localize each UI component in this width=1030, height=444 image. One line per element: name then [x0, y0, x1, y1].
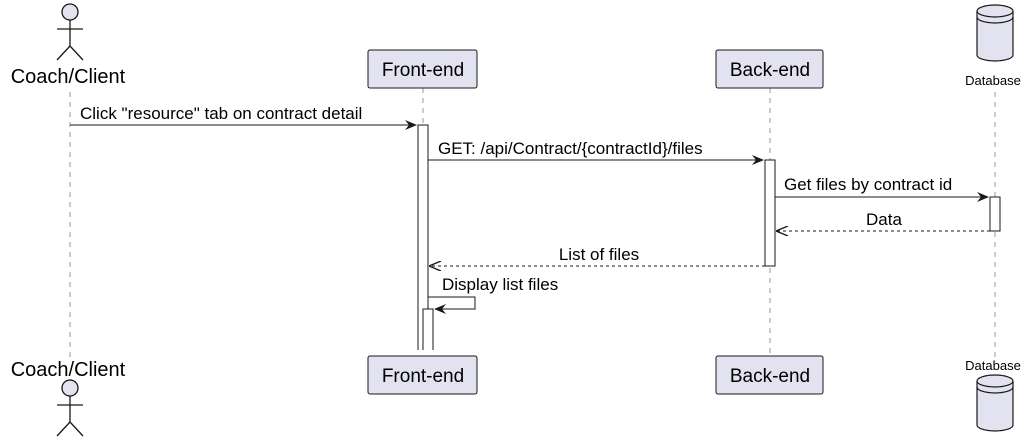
- stick-figure-icon: [56, 3, 84, 61]
- message-6: Display list files: [428, 275, 558, 314]
- message-6-label: Display list files: [442, 275, 558, 294]
- message-5-label: List of files: [559, 245, 639, 264]
- stick-figure-icon: [56, 379, 84, 437]
- actor-client-top: Coach/Client: [11, 3, 126, 88]
- participant-database-top: Database: [965, 4, 1021, 88]
- activation-frontend-nested: [422, 308, 434, 352]
- message-2: GET: /api/Contract/{contractId}/files: [428, 139, 764, 165]
- participant-client-label: Coach/Client: [11, 66, 126, 88]
- database-icon: [976, 374, 1014, 432]
- database-icon: [976, 4, 1014, 62]
- lifelines: [69, 88, 996, 358]
- participant-frontend-label: Front-end: [382, 60, 464, 81]
- message-3-label: Get files by contract id: [784, 175, 952, 194]
- activation-bars: [417, 124, 1001, 352]
- activation-backend: [764, 159, 776, 267]
- participant-frontend-label-bottom: Front-end: [382, 366, 464, 387]
- participant-backend-label-bottom: Back-end: [730, 366, 810, 387]
- message-1: Click "resource" tab on contract detail: [70, 104, 417, 130]
- message-4-label: Data: [866, 210, 902, 229]
- participant-client-label-bottom: Coach/Client: [11, 359, 126, 381]
- actor-client-bottom: Coach/Client: [11, 359, 126, 437]
- message-4: Data: [777, 210, 990, 231]
- participant-database-label: Database: [965, 73, 1021, 88]
- participant-frontend-top: Front-end: [367, 49, 478, 89]
- participant-backend-label: Back-end: [730, 60, 810, 81]
- activation-database: [989, 196, 1001, 232]
- participant-frontend-bottom: Front-end: [367, 355, 478, 395]
- participant-backend-top: Back-end: [715, 49, 824, 89]
- messages: Click "resource" tab on contract detail …: [70, 104, 990, 314]
- participant-database-label-bottom: Database: [965, 358, 1021, 373]
- message-3: Get files by contract id: [775, 175, 989, 202]
- participant-database-bottom: Database: [965, 358, 1021, 432]
- message-2-label: GET: /api/Contract/{contractId}/files: [438, 139, 703, 158]
- message-5: List of files: [430, 245, 765, 266]
- message-1-label: Click "resource" tab on contract detail: [80, 104, 362, 123]
- participant-backend-bottom: Back-end: [715, 355, 824, 395]
